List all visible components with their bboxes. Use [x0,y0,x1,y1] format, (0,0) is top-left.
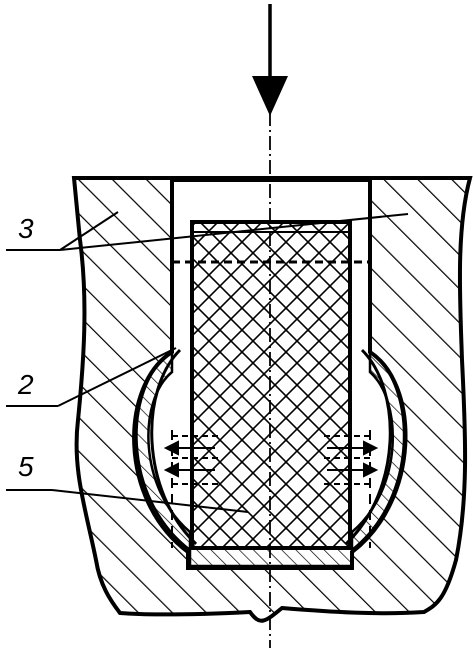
label-3: 3 [18,213,34,244]
down-arrow-icon [252,4,288,116]
liner-inner-contour-right [344,348,392,546]
elastic-insert [190,220,352,550]
liner-inner-contour [150,348,198,546]
label-2: 2 [17,369,34,400]
label-5: 5 [18,451,34,482]
pressure-arrows-right [324,435,379,485]
leader-lines [6,211,409,513]
pressure-arrows-left [163,435,218,485]
